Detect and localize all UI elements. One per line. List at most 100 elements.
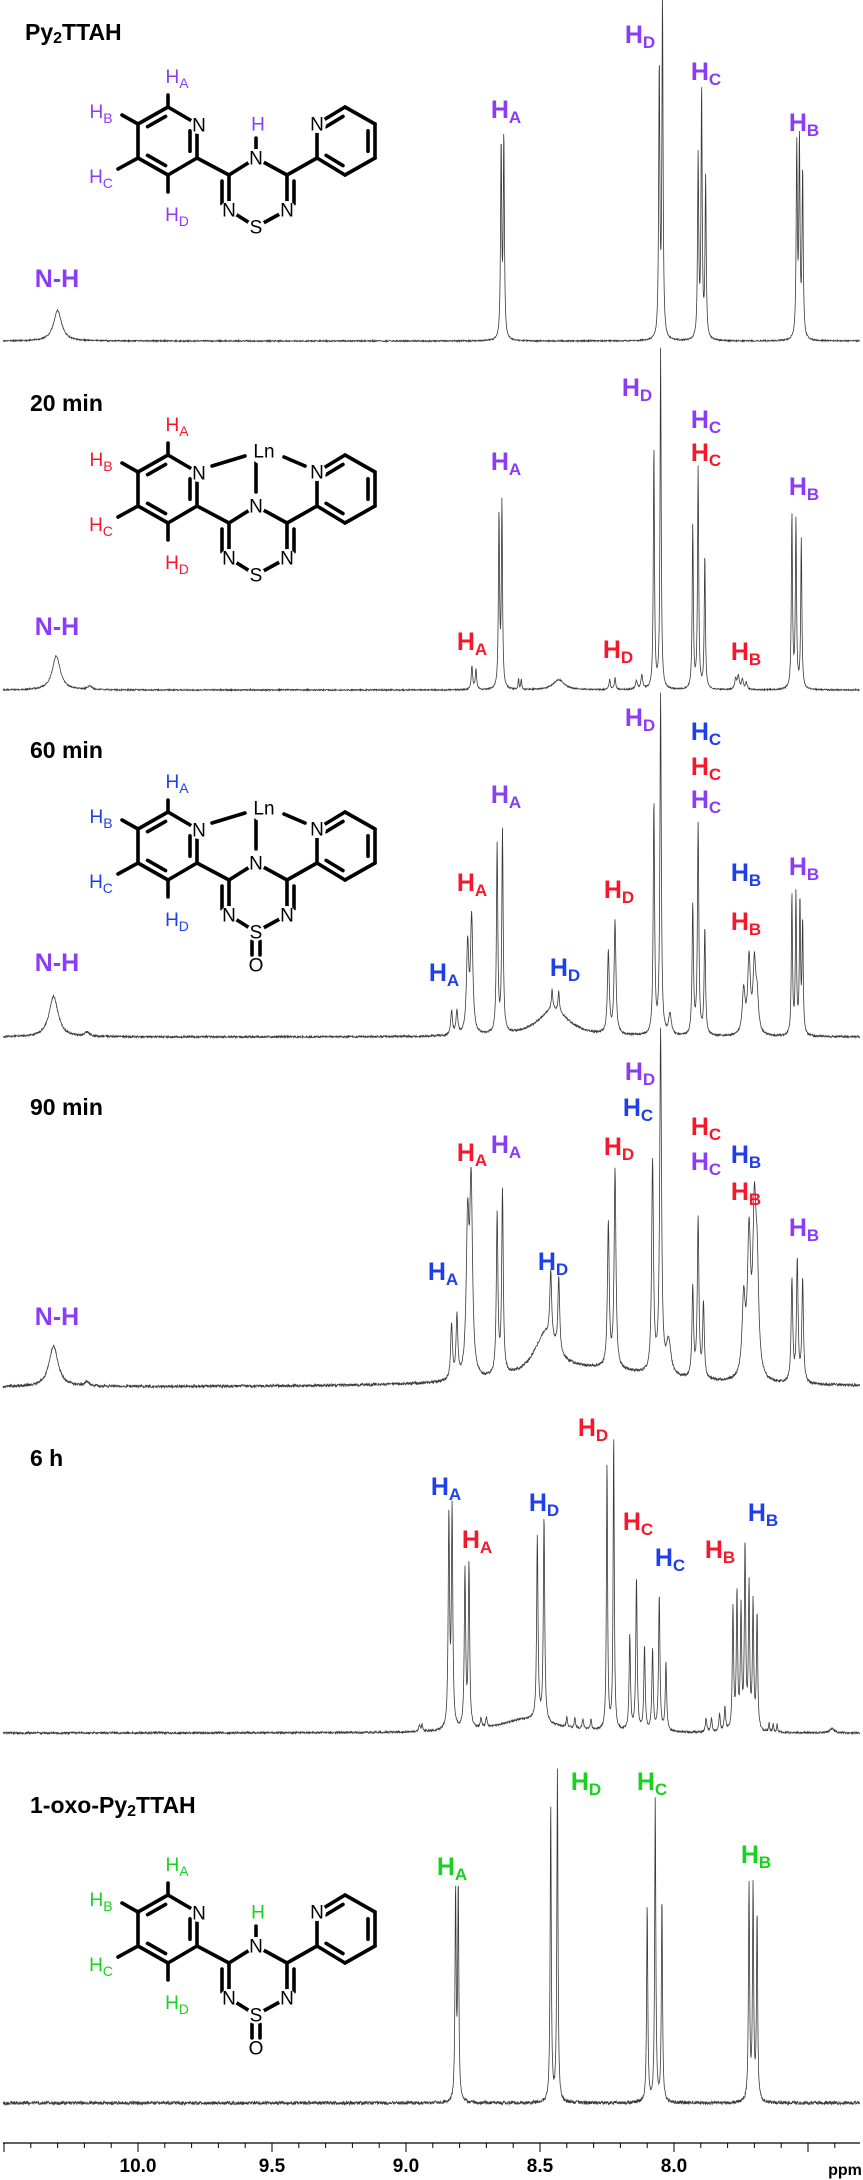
label-main: H [89, 102, 103, 123]
label-subscript: A [455, 1865, 467, 1884]
double-bond-line [145, 114, 168, 129]
peak-assignment-label: HD [529, 1489, 559, 1520]
x-tick-label: 9.0 [393, 2156, 419, 2177]
atom-knockout [278, 201, 296, 219]
peak-assignment-label: HD [550, 954, 580, 985]
atom-sulfur: S [250, 2006, 263, 2027]
ring-bond [136, 1893, 170, 1914]
atom-nitrogen: N [249, 497, 263, 518]
atom-nitrogen: N [249, 149, 263, 170]
label-subscript: C [103, 523, 113, 539]
label-subscript: C [709, 1125, 721, 1144]
ring-bond [136, 504, 170, 525]
atom-knockout [247, 1937, 265, 1955]
peak-assignment-label: HC [623, 1508, 653, 1539]
bond [195, 861, 231, 882]
peak-assignment-label: HD [604, 876, 634, 907]
label-subscript: A [509, 793, 521, 812]
x-tick-label: 9.5 [259, 2156, 286, 2177]
peak-assignment-label: HA [462, 1526, 492, 1557]
spectrum-title: 20 min [30, 390, 103, 416]
label-subscript: C [103, 175, 113, 191]
label-main: H [604, 876, 622, 904]
atom-nitrogen: N [192, 116, 206, 137]
label-main: H [457, 628, 475, 656]
spectrum-title: 6 h [30, 1445, 63, 1471]
label-main: H [637, 1768, 655, 1796]
atom-knockout [247, 566, 265, 584]
structure-proton-label: HB [89, 807, 112, 832]
label-main: N-H [35, 949, 79, 977]
label-main: H [789, 1214, 807, 1242]
spectrum-trace [2, 1439, 861, 1736]
x-axis-unit-label: ppm [828, 2162, 862, 2179]
atom-oxygen: O [249, 956, 264, 977]
peak-assignment-label: HD [603, 636, 633, 667]
structure-proton-label: HB [89, 450, 112, 475]
label-main: H [741, 1841, 759, 1869]
double-bond-line [324, 1941, 345, 1956]
atom-knockout [247, 956, 265, 974]
peak-assignment-label: HA [491, 781, 521, 812]
atom-knockout [247, 2039, 265, 2057]
label-subscript: C [709, 70, 721, 89]
label-main: H [165, 415, 179, 436]
label-subscript: D [179, 918, 189, 934]
label-subscript: D [179, 2001, 189, 2017]
label-subscript: C [709, 418, 721, 437]
atom-sulfur: S [250, 923, 263, 944]
label-subscript: A [509, 108, 521, 127]
label-main: H [622, 374, 640, 402]
label-main: H [731, 1178, 749, 1206]
x-tick-label: 10.0 [120, 2156, 157, 2177]
atom-lanthanide: Ln [253, 442, 274, 463]
title-text: 1-oxo-Py [30, 1792, 127, 1818]
label-subscript: D [179, 213, 189, 229]
structure-proton-label: HB [89, 1890, 112, 1915]
double-bond-line [145, 1941, 168, 1956]
peak-assignment-label: HD [622, 374, 652, 405]
peak-assignment-label: HD [604, 1133, 634, 1164]
ring-bond [166, 156, 199, 177]
double-bond-line [324, 153, 345, 168]
label-main: H [462, 1526, 480, 1554]
peak-assignment-label: HD [538, 1248, 568, 1279]
peak-assignment-label: HC [691, 439, 721, 470]
ring-bond [315, 504, 347, 525]
label-main: H [165, 1993, 179, 2014]
atom-knockout [308, 1903, 326, 1921]
label-subscript: C [709, 1160, 721, 1179]
atom-knockout [247, 497, 265, 515]
peak-assignment-label: N-H [35, 265, 79, 293]
label-main: H [429, 959, 447, 987]
ring-bond [343, 1893, 377, 1914]
peak-assignment-label: HB [731, 1178, 761, 1209]
structure-proton-label: HA [165, 415, 189, 440]
title-text: 6 h [30, 1445, 63, 1471]
ring-bond [136, 105, 170, 126]
atom-knockout [278, 549, 296, 567]
label-main: H [691, 786, 709, 814]
label-subscript: A [449, 1485, 461, 1504]
atom-knockout [190, 116, 208, 134]
label-main: H [550, 954, 568, 982]
double-bond-line [324, 858, 345, 873]
label-main: H [691, 439, 709, 467]
label-subscript: B [723, 1548, 735, 1567]
spectrum-trace [2, 692, 861, 1040]
label-main: H [603, 636, 621, 664]
label-subscript: B [103, 458, 112, 474]
label-subscript: A [447, 971, 459, 990]
label-subscript: A [179, 780, 189, 796]
atom-nitrogen: N [280, 201, 294, 222]
ring-bond [343, 861, 377, 882]
coordination-bond [282, 455, 307, 468]
label-subscript: C [655, 1780, 667, 1799]
label-main: H [578, 1414, 596, 1442]
